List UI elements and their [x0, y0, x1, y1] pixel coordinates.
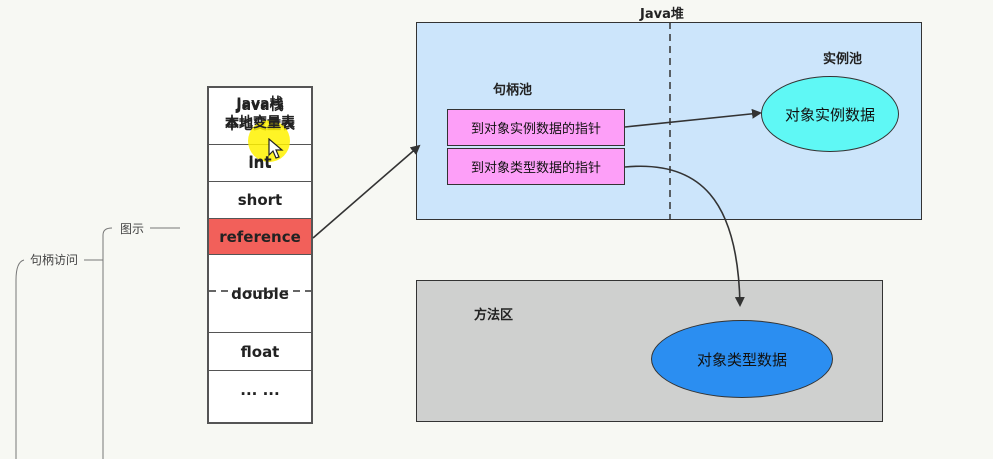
stack-title: Java栈 [236, 98, 284, 114]
heap-title: Java堆 [640, 7, 684, 22]
stack-slot-label: float [240, 342, 280, 361]
stack-slot-int-overlay: int [207, 143, 313, 180]
instance-pointer-arrow [624, 108, 762, 128]
mindmap-branch-label[interactable]: 句柄访问 [30, 253, 79, 267]
reference-to-handle-arrow [312, 144, 421, 239]
stack-slot-label: reference [219, 227, 301, 246]
stack-slot-label: short [237, 191, 283, 209]
stack-slot-label: ... ... [240, 380, 280, 399]
stack-title-overlay: Java栈 [236, 96, 284, 112]
double-slot-dashed-divider [209, 290, 311, 292]
stack-slot-double: double [209, 256, 311, 332]
pointer-label: 到对象类型数据的指针 [470, 161, 601, 176]
type-data-ellipse: 对象类型数据 [651, 320, 833, 398]
mindmap-leaf-curve [102, 227, 113, 236]
heap-dashed-divider [669, 22, 671, 220]
type-data-label: 对象类型数据 [696, 350, 787, 369]
instance-data-ellipse: 对象实例数据 [761, 76, 899, 152]
java-stack: Java栈 本地变量表 int short reference double f… [207, 86, 313, 424]
mindmap-leaf-label[interactable]: 图示 [120, 222, 145, 236]
pointer-to-instance-data: 到对象实例数据的指针 [447, 109, 625, 146]
stack-slot-short: short [209, 181, 311, 218]
handle-pool-label: 句柄池 [493, 83, 533, 98]
stack-slot-reference: reference [209, 218, 311, 255]
instance-data-label: 对象实例数据 [784, 105, 875, 124]
stack-subtitle-overlay: 本地变量表 [225, 115, 295, 131]
stack-slot-label: int [248, 152, 272, 171]
stack-slot-more: ... ... [209, 370, 311, 408]
stack-slot-label: double [231, 285, 289, 303]
method-area-label: 方法区 [474, 308, 514, 323]
stack-slot-float: float [209, 332, 311, 370]
pointer-to-type-data: 到对象类型数据的指针 [447, 148, 625, 185]
mouse-pointer-icon [268, 138, 284, 159]
instance-pool-label: 实例池 [823, 52, 863, 67]
stack-header-overlay: Java栈 本地变量表 [207, 86, 313, 142]
type-pointer-arrow [624, 165, 745, 307]
mindmap-branch-curve [15, 259, 25, 281]
pointer-label: 到对象实例数据的指针 [470, 122, 601, 137]
